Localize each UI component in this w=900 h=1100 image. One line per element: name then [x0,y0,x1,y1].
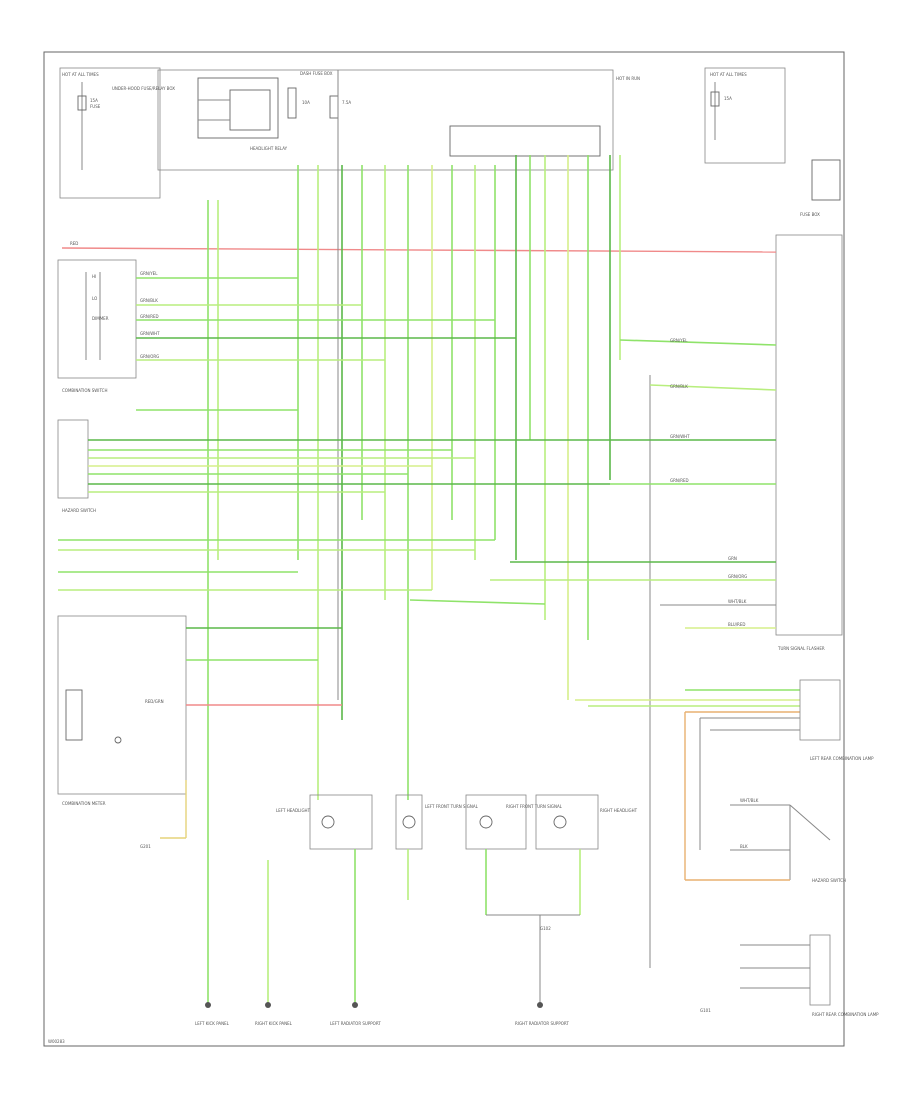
svg-text:GRN/RED: GRN/RED [140,314,159,319]
turn-signal-flasher-module: TURN SIGNAL FLASHER [775,234,843,651]
svg-text:GRN/WHT: GRN/WHT [140,331,160,336]
svg-text:LEFT RADIATOR SUPPORT: LEFT RADIATOR SUPPORT [330,1021,381,1026]
svg-text:HOT AT ALL TIMES: HOT AT ALL TIMES [62,72,99,77]
svg-text:COMBINATION METER: COMBINATION METER [62,801,106,806]
svg-text:GRN/WHT: GRN/WHT [670,434,690,439]
svg-text:RIGHT FRONT TURN SIGNAL: RIGHT FRONT TURN SIGNAL [506,804,563,809]
svg-text:HOT AT ALL TIMES: HOT AT ALL TIMES [710,72,747,77]
headlight-lamps: LEFT HEADLIGHT LEFT FRONT TURN SIGNAL RI… [276,794,638,850]
page-ref: W00283 [48,1039,65,1044]
power-wire-red [61,247,777,253]
svg-text:DASH FUSE BOX: DASH FUSE BOX [300,71,333,76]
svg-text:RIGHT REAR COMBINATION LAMP: RIGHT REAR COMBINATION LAMP [812,1012,879,1017]
svg-text:HEADLIGHT RELAY: HEADLIGHT RELAY [250,146,288,151]
svg-text:FUSE BOX: FUSE BOX [800,212,820,217]
svg-text:GRN/RED: GRN/RED [670,478,689,483]
wire-labels: GRN/YEL GRN/BLK GRN/RED GRN/WHT GRN/ORG … [140,271,759,849]
svg-text:RIGHT RADIATOR SUPPORT: RIGHT RADIATOR SUPPORT [515,1021,569,1026]
svg-text:G201: G201 [140,844,151,849]
svg-text:DIMMER: DIMMER [92,316,109,321]
svg-text:HI: HI [92,274,96,279]
svg-text:G101: G101 [700,1008,711,1013]
svg-text:GRN/ORG: GRN/ORG [728,574,747,579]
svg-text:G102: G102 [540,926,551,931]
svg-text:COMBINATION SWITCH: COMBINATION SWITCH [62,388,107,393]
svg-text:GRN/BLK: GRN/BLK [670,384,688,389]
svg-text:RIGHT HEADLIGHT: RIGHT HEADLIGHT [600,808,638,813]
svg-text:LO: LO [92,296,97,301]
svg-text:BLU/RED: BLU/RED [728,622,745,627]
svg-text:15A: 15A [724,96,732,101]
svg-text:LEFT REAR COMBINATION LAMP: LEFT REAR COMBINATION LAMP [810,756,874,761]
diagram-frame [43,51,845,1047]
svg-text:HOT IN RUN: HOT IN RUN [616,76,640,81]
svg-text:UNDER-HOOD FUSE/RELAY BOX: UNDER-HOOD FUSE/RELAY BOX [112,86,175,91]
svg-text:RED/GRN: RED/GRN [145,699,164,704]
svg-text:BLK: BLK [740,844,748,849]
wire-label-red: RED [70,241,78,246]
svg-text:LEFT FRONT TURN SIGNAL: LEFT FRONT TURN SIGNAL [425,804,479,809]
svg-text:WHT/BLK: WHT/BLK [740,798,759,803]
combination-switch: HI LO DIMMER COMBINATION SWITCH [57,259,137,393]
svg-text:HAZARD SWITCH: HAZARD SWITCH [62,508,96,513]
fuse-box-left: HOT AT ALL TIMES 15A FUSE UNDER-HOOD FUS… [59,67,175,199]
combination-meter: COMBINATION METER [57,615,187,806]
svg-text:GRN/YEL: GRN/YEL [140,271,158,276]
svg-text:RIGHT KICK PANEL: RIGHT KICK PANEL [255,1021,293,1026]
svg-text:15A: 15A [90,98,98,103]
right-side-lamps: LEFT REAR COMBINATION LAMP HAZARD SWITCH… [684,679,879,1017]
svg-text:LEFT HEADLIGHT: LEFT HEADLIGHT [276,808,311,813]
hazard-switch-left: HAZARD SWITCH [57,419,96,513]
svg-text:7.5A: 7.5A [342,100,351,105]
svg-text:WHT/BLK: WHT/BLK [728,599,747,604]
svg-text:GRN/YEL: GRN/YEL [670,338,688,343]
svg-text:GRN: GRN [728,556,737,561]
svg-text:TURN SIGNAL FLASHER: TURN SIGNAL FLASHER [777,646,825,651]
svg-text:LEFT KICK PANEL: LEFT KICK PANEL [195,1021,230,1026]
svg-text:FUSE: FUSE [90,104,101,109]
horizontal-wires [58,277,800,731]
fuse-box-right: HOT AT ALL TIMES 15A FUSE BOX [704,67,841,217]
svg-text:10A: 10A [302,100,310,105]
svg-text:GRN/ORG: GRN/ORG [140,354,159,359]
svg-text:HAZARD SWITCH: HAZARD SWITCH [812,878,846,883]
vertical-wires [207,70,651,968]
ground-legs: LEFT KICK PANEL RIGHT KICK PANEL LEFT RA… [140,780,581,1026]
svg-text:GRN/BLK: GRN/BLK [140,298,158,303]
